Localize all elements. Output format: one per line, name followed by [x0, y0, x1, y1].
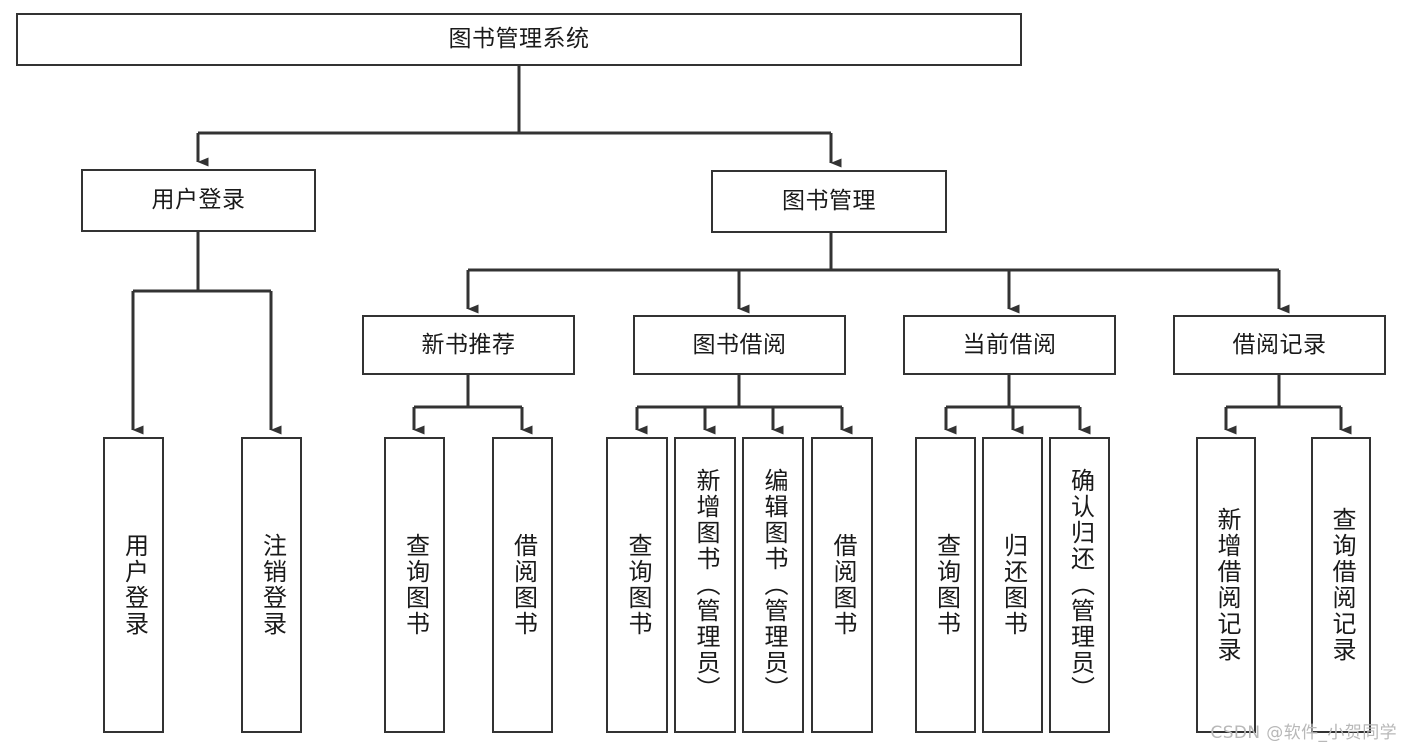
leaf-query-borrow-record[interactable]: 查询借阅记录 [1311, 437, 1371, 733]
node-label: 用户登录 [151, 187, 246, 214]
leaf-add-book-admin[interactable]: 新增图书（管理员） [674, 437, 736, 733]
node-label: 借阅图书 [509, 533, 538, 637]
node-root-book-management-system[interactable]: 图书管理系统 [16, 13, 1022, 66]
node-label: 图书管理系统 [448, 26, 590, 53]
node-label: 新增图书（管理员） [691, 468, 720, 702]
node-label: 借阅记录 [1232, 331, 1327, 358]
leaf-return-book[interactable]: 归还图书 [982, 437, 1043, 733]
node-label: 查询图书 [401, 533, 430, 637]
node-label: 确认归还（管理员） [1066, 468, 1095, 702]
node-user-login[interactable]: 用户登录 [81, 169, 316, 232]
node-label: 查询图书 [932, 533, 961, 637]
node-label: 注销登录 [258, 533, 287, 637]
node-label: 编辑图书（管理员） [759, 468, 788, 702]
leaf-query-book-borrow[interactable]: 查询图书 [606, 437, 668, 733]
node-label: 图书管理 [782, 188, 876, 215]
node-label: 借阅图书 [828, 533, 857, 637]
leaf-logout[interactable]: 注销登录 [241, 437, 302, 733]
leaf-query-book-current[interactable]: 查询图书 [915, 437, 976, 733]
node-label: 查询借阅记录 [1327, 507, 1356, 663]
leaf-borrow-book[interactable]: 借阅图书 [811, 437, 873, 733]
node-label: 新增借阅记录 [1212, 507, 1241, 663]
node-label: 归还图书 [999, 533, 1028, 637]
leaf-edit-book-admin[interactable]: 编辑图书（管理员） [742, 437, 804, 733]
leaf-confirm-return-admin[interactable]: 确认归还（管理员） [1049, 437, 1110, 733]
node-new-book-recommendation[interactable]: 新书推荐 [362, 315, 575, 375]
node-label: 当前借阅 [962, 331, 1057, 358]
node-label: 新书推荐 [421, 331, 516, 358]
node-book-borrowing[interactable]: 图书借阅 [633, 315, 846, 375]
node-label: 用户登录 [120, 533, 149, 637]
node-book-management[interactable]: 图书管理 [711, 170, 947, 233]
csdn-watermark: CSDN @软件_小贺同学 [1210, 723, 1397, 743]
leaf-query-book-recommend[interactable]: 查询图书 [384, 437, 445, 733]
leaf-user-login[interactable]: 用户登录 [103, 437, 164, 733]
node-label: 查询图书 [623, 533, 652, 637]
node-label: 图书借阅 [692, 331, 787, 358]
leaf-add-borrow-record[interactable]: 新增借阅记录 [1196, 437, 1256, 733]
leaf-borrow-book-recommend[interactable]: 借阅图书 [492, 437, 553, 733]
node-borrowing-record[interactable]: 借阅记录 [1173, 315, 1386, 375]
node-current-borrowing[interactable]: 当前借阅 [903, 315, 1116, 375]
